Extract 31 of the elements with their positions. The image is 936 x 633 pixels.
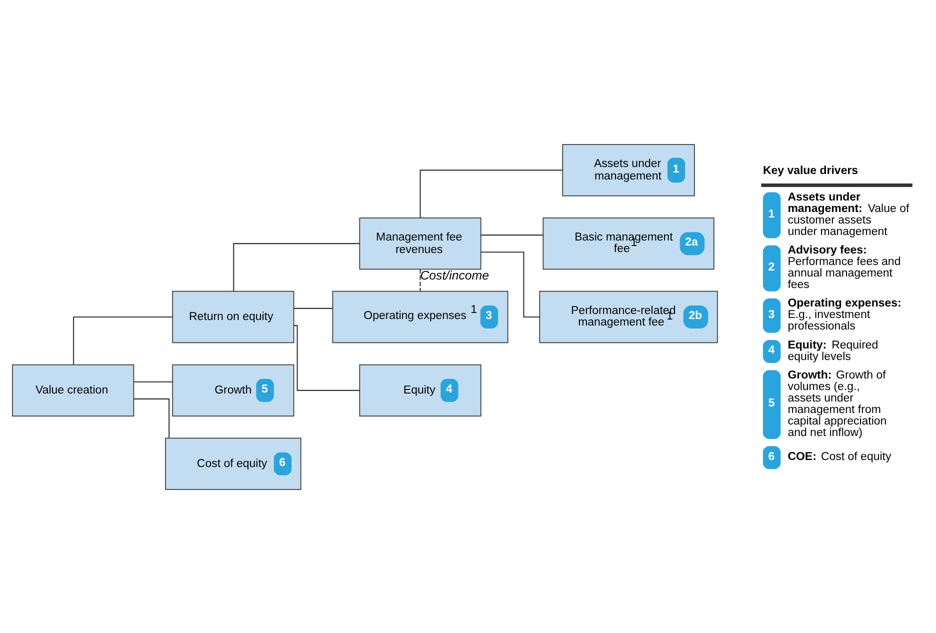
label: Assets under management: Value of customer assets under management <box>788 191 910 238</box>
label: 3 <box>768 308 775 320</box>
connector <box>481 234 543 236</box>
label: 6 <box>768 450 775 462</box>
label: Growth: Growth of volumes (e.g., assets under management from capital appreciation and net inflow) <box>788 368 887 438</box>
node-box: Equity 4 <box>359 364 482 416</box>
label: COE: Cost of equity <box>788 450 892 462</box>
connector <box>233 242 360 291</box>
edge-label: Cost/income <box>420 268 490 282</box>
label: 2 <box>768 260 775 273</box>
node-box: Management fee revenues <box>359 217 482 270</box>
node-box: Assets under management 1 <box>562 144 695 196</box>
label: 4 <box>768 344 775 356</box>
label: Advisory fees: Performance fees and annual management fees <box>788 244 901 291</box>
label: 1 <box>768 208 775 220</box>
node-box: Value creation <box>12 364 134 416</box>
node-box: Cost of equity 6 <box>165 437 302 490</box>
connector <box>134 380 172 382</box>
connector <box>420 169 563 218</box>
connector <box>420 268 421 291</box>
connector <box>294 307 333 308</box>
label: Key value drivers <box>762 164 858 177</box>
node-box: Return on equity <box>172 290 294 343</box>
label: Equity: Required equity levels <box>788 338 878 362</box>
connector <box>294 324 360 390</box>
connector <box>73 316 172 364</box>
node-box: Growth 5 <box>172 364 294 416</box>
label: Operating expenses: E.g., investment professionals <box>788 297 902 332</box>
connector <box>134 398 170 438</box>
connector <box>481 251 540 318</box>
label: 5 <box>768 397 775 410</box>
